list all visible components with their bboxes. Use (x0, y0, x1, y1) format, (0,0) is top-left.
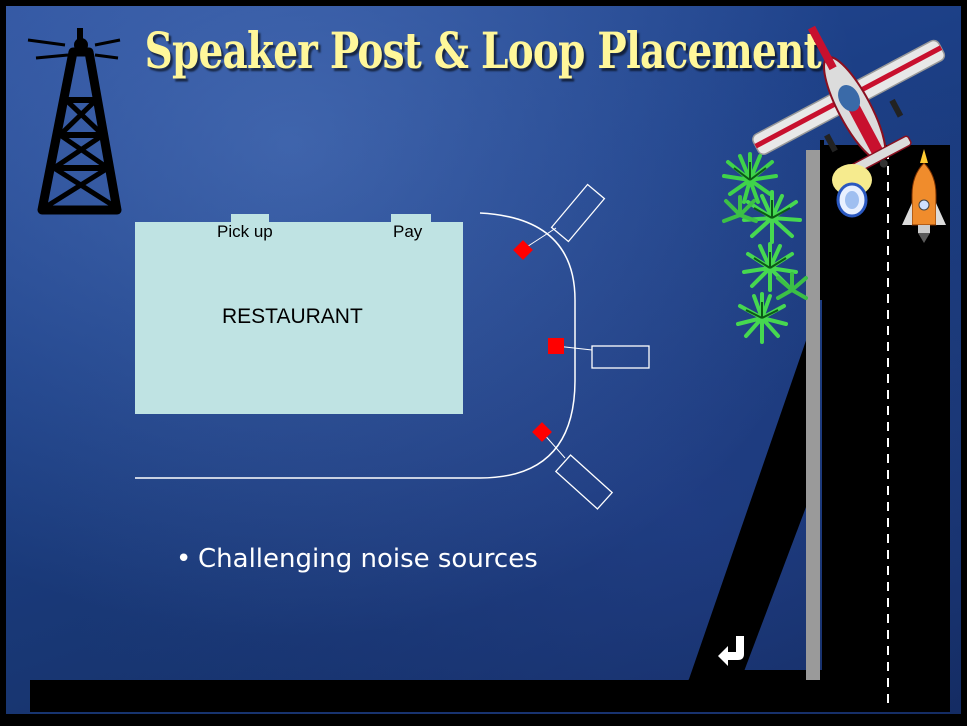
car-outline-2 (591, 345, 650, 369)
car-outline-1 (550, 183, 606, 243)
radio-tower-icon (27, 28, 122, 215)
car-outline-3 (554, 454, 614, 510)
pickup-label: Pick up (217, 222, 273, 241)
frame-left (0, 0, 6, 726)
road-ramp (688, 300, 820, 682)
bullet-item: •Challenging noise sources (176, 544, 538, 574)
slide-title: Speaker Post & Loop Placement (144, 21, 822, 80)
bush-icon (722, 152, 808, 344)
frame-top (0, 0, 967, 6)
pay-window (391, 214, 431, 224)
highway (822, 145, 950, 685)
road-shoulder (806, 150, 820, 680)
drive-thru-lane (135, 212, 576, 479)
speaker-post-1 (513, 240, 533, 260)
pickup-window (231, 214, 269, 224)
speaker-post-2 (548, 338, 564, 354)
bullet-text: Challenging noise sources (198, 544, 538, 574)
pay-label: Pay (393, 222, 423, 241)
bullet-dot: • (176, 544, 192, 574)
turn-arrow-icon (718, 636, 744, 666)
speaker-post-3 (532, 422, 552, 442)
frame-right (961, 0, 967, 726)
frame-bottom (0, 714, 967, 726)
restaurant-building (135, 222, 463, 414)
airplane-icon (752, 25, 946, 176)
balloon-icon (832, 164, 872, 218)
restaurant-label: RESTAURANT (222, 305, 363, 328)
rocket-icon (902, 149, 946, 243)
